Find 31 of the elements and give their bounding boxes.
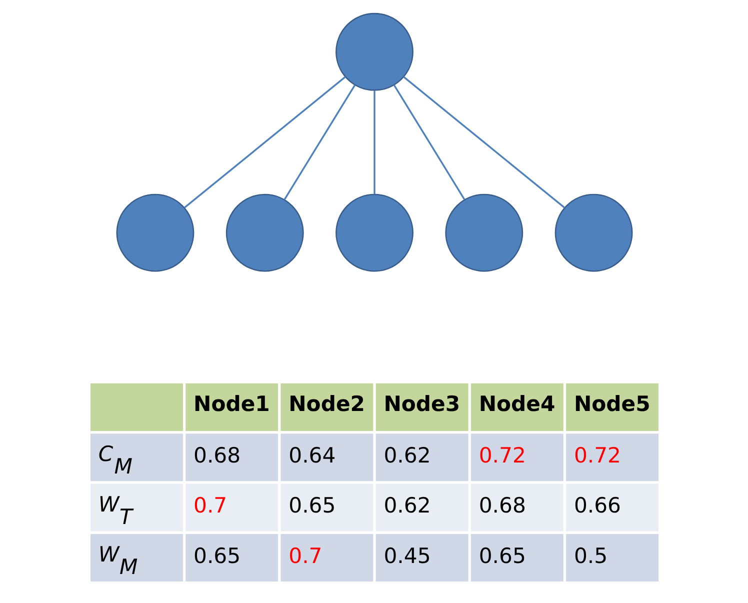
node-circle [554,194,632,272]
node-circle [335,194,413,272]
label: 0.72 [573,442,621,468]
connector [373,90,375,194]
label: 0.45 [383,542,430,568]
label: 0.66 [573,492,621,518]
node-circle [335,12,413,91]
label: 0.68 [478,492,526,518]
label: 0.65 [478,542,526,568]
connector [392,84,465,200]
connector [283,84,356,200]
label: 0.7 [288,542,322,568]
label: Node3 [383,390,460,416]
label: 0.68 [193,442,240,468]
label: 0.64 [288,442,336,468]
node-circle [444,194,523,272]
label: 0.62 [383,492,430,518]
connector [183,76,346,208]
label: 0.65 [288,492,336,518]
label: Node2 [288,390,364,416]
node-circle [225,194,304,272]
label: 0.72 [478,442,526,468]
label: Node1 [193,390,270,416]
label: Node5 [573,390,650,416]
label: Node4 [478,390,555,416]
label: 0.65 [193,542,240,568]
label: 0.62 [383,442,430,468]
label: 0.7 [193,492,227,518]
label: 0.5 [573,542,608,568]
connector [402,76,565,208]
node-circle [116,194,194,272]
